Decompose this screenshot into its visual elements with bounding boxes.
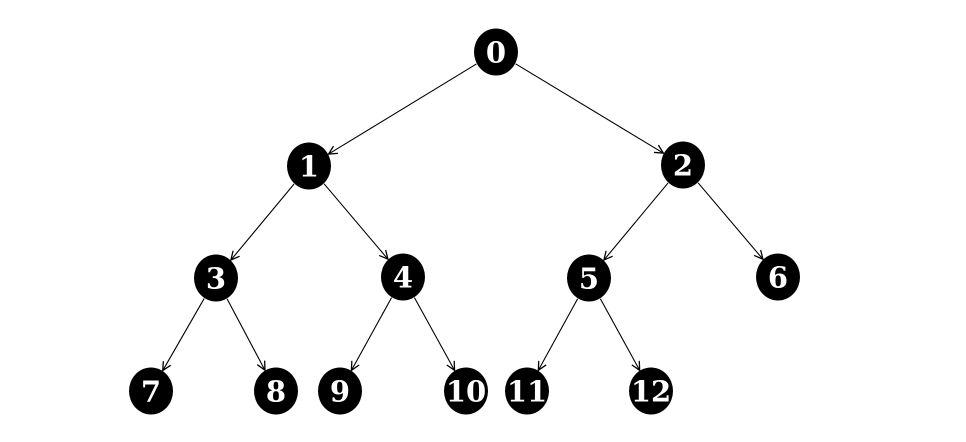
tree-node-9: 9 — [318, 367, 362, 415]
node-circle — [444, 367, 488, 415]
node-circle — [567, 254, 611, 302]
node-circle — [661, 141, 705, 189]
tree-node-10: 10 — [444, 367, 488, 415]
tree-node-8: 8 — [254, 367, 298, 415]
node-label: 7 — [141, 374, 161, 408]
node-label: 5 — [579, 261, 599, 295]
tree-edge-4-10 — [413, 297, 456, 372]
node-circle — [756, 253, 800, 301]
node-label: 12 — [631, 374, 671, 408]
node-circle — [194, 254, 238, 302]
node-label: 11 — [507, 374, 547, 408]
node-circle — [474, 28, 518, 76]
tree-edge-5-12 — [599, 298, 641, 372]
tree-node-1: 1 — [287, 142, 331, 190]
tree-edge-0-2 — [515, 63, 665, 154]
tree-edge-1-4 — [323, 183, 389, 261]
tree-node-6: 6 — [756, 253, 800, 301]
node-circle — [287, 142, 331, 190]
node-circle — [629, 367, 673, 415]
node-label: 4 — [393, 260, 413, 294]
tree-node-12: 12 — [629, 367, 673, 415]
node-label: 6 — [768, 260, 788, 294]
node-circle — [129, 367, 173, 415]
tree-edge-4-9 — [350, 297, 393, 372]
tree-node-4: 4 — [381, 253, 425, 301]
tree-edge-3-8 — [226, 298, 266, 372]
tree-edge-0-1 — [327, 63, 477, 155]
tree-edge-3-7 — [162, 298, 205, 372]
tree-node-7: 7 — [129, 367, 173, 415]
tree-node-0: 0 — [474, 28, 518, 76]
tree-node-2: 2 — [661, 141, 705, 189]
node-label: 2 — [673, 148, 693, 182]
tree-edge-2-6 — [697, 182, 764, 261]
node-label: 9 — [330, 374, 350, 408]
node-label: 3 — [206, 261, 226, 295]
node-circle — [381, 253, 425, 301]
tree-edge-1-3 — [229, 183, 295, 262]
node-label: 8 — [266, 374, 286, 408]
tree-node-3: 3 — [194, 254, 238, 302]
tree-node-11: 11 — [505, 367, 549, 415]
node-circle — [318, 367, 362, 415]
node-label: 1 — [299, 149, 319, 183]
node-label: 10 — [446, 374, 486, 408]
tree-node-5: 5 — [567, 254, 611, 302]
edges-layer — [162, 63, 764, 372]
tree-edge-5-11 — [537, 298, 579, 372]
node-circle — [505, 367, 549, 415]
node-label: 0 — [486, 35, 506, 69]
tree-edge-2-5 — [603, 182, 669, 262]
node-circle — [254, 367, 298, 415]
